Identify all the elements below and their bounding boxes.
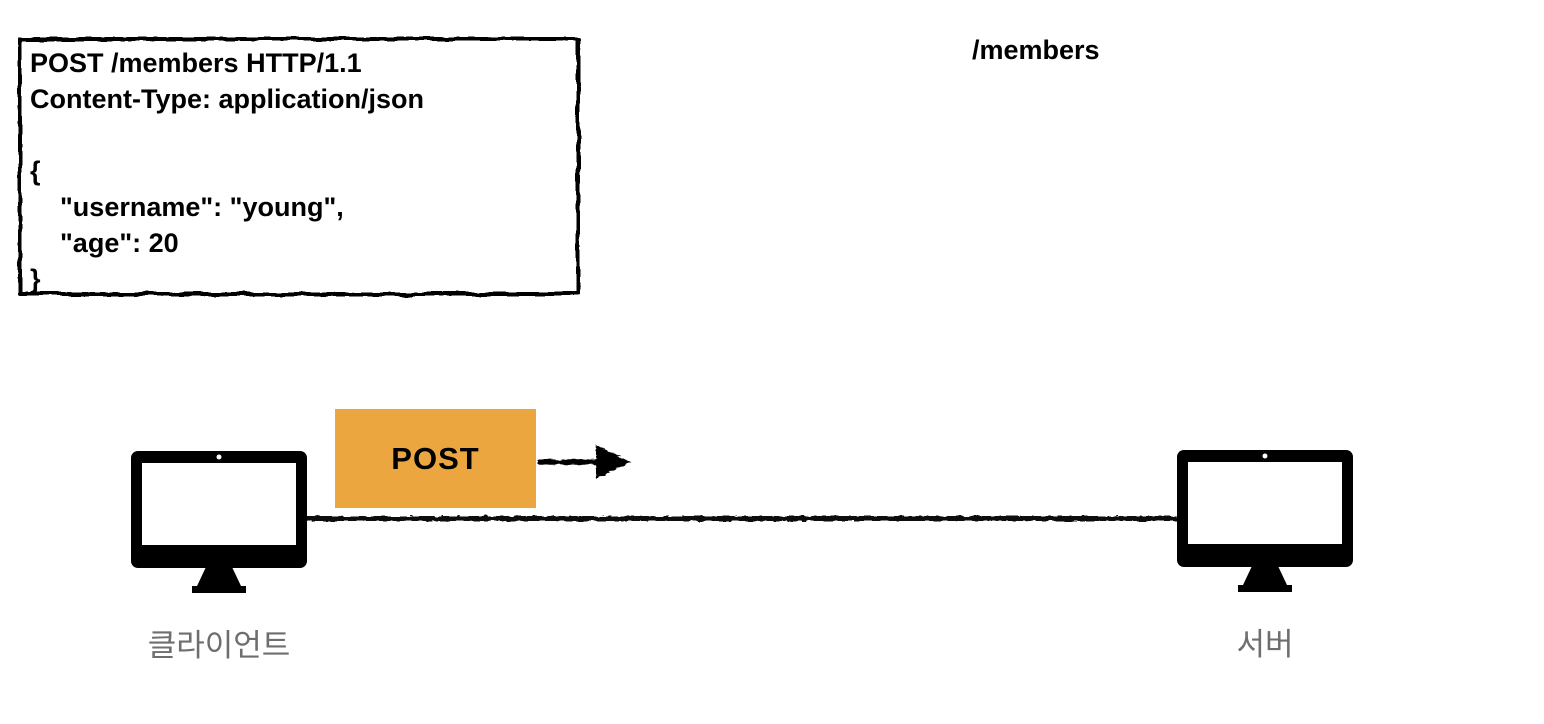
server-endpoint: 서버 (1176, 449, 1354, 664)
post-message-label: POST (391, 440, 480, 476)
client-label: 클라이언트 (147, 628, 291, 663)
server-label: 서버 (1236, 627, 1294, 662)
http-request-text: POST /members HTTP/1.1 Content-Type: app… (30, 48, 424, 294)
connection-line (306, 516, 1178, 521)
client-monitor-icon (131, 451, 307, 593)
http-request-box: POST /members HTTP/1.1 Content-Type: app… (18, 37, 580, 296)
server-monitor-icon (1177, 450, 1353, 592)
right-arrow-icon (538, 445, 631, 479)
client-endpoint: 클라이언트 (130, 450, 308, 665)
sketch-border (18, 37, 580, 296)
post-message-box: POST (335, 409, 536, 508)
resource-path-label: /members (972, 35, 1100, 65)
